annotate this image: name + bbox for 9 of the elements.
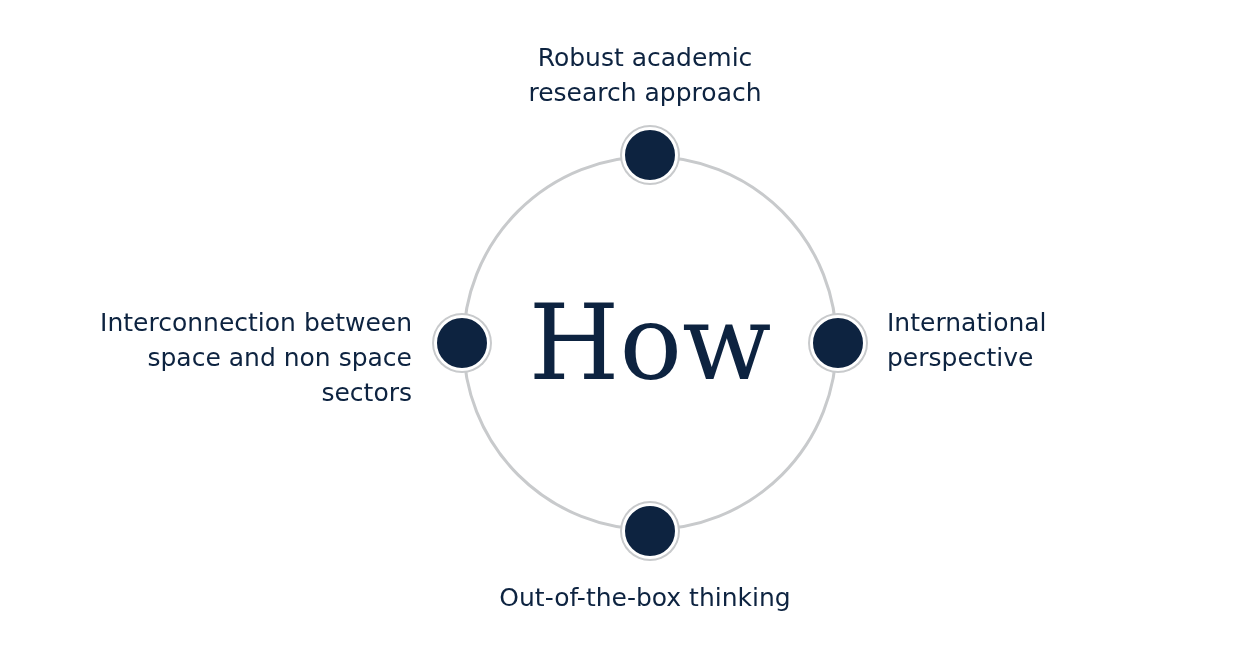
- dot-marker: [434, 315, 490, 371]
- dot-marker: [622, 503, 678, 559]
- dot-marker: [622, 127, 678, 183]
- center-heading: How: [528, 291, 772, 395]
- point-caption: Out-of-the-box thinking: [498, 582, 792, 614]
- point-caption: International perspective: [887, 307, 1048, 374]
- point-caption: Interconnection between space and non space sectors: [99, 307, 412, 409]
- dot-marker: [810, 315, 866, 371]
- point-caption: Robust academic research approach: [527, 42, 763, 109]
